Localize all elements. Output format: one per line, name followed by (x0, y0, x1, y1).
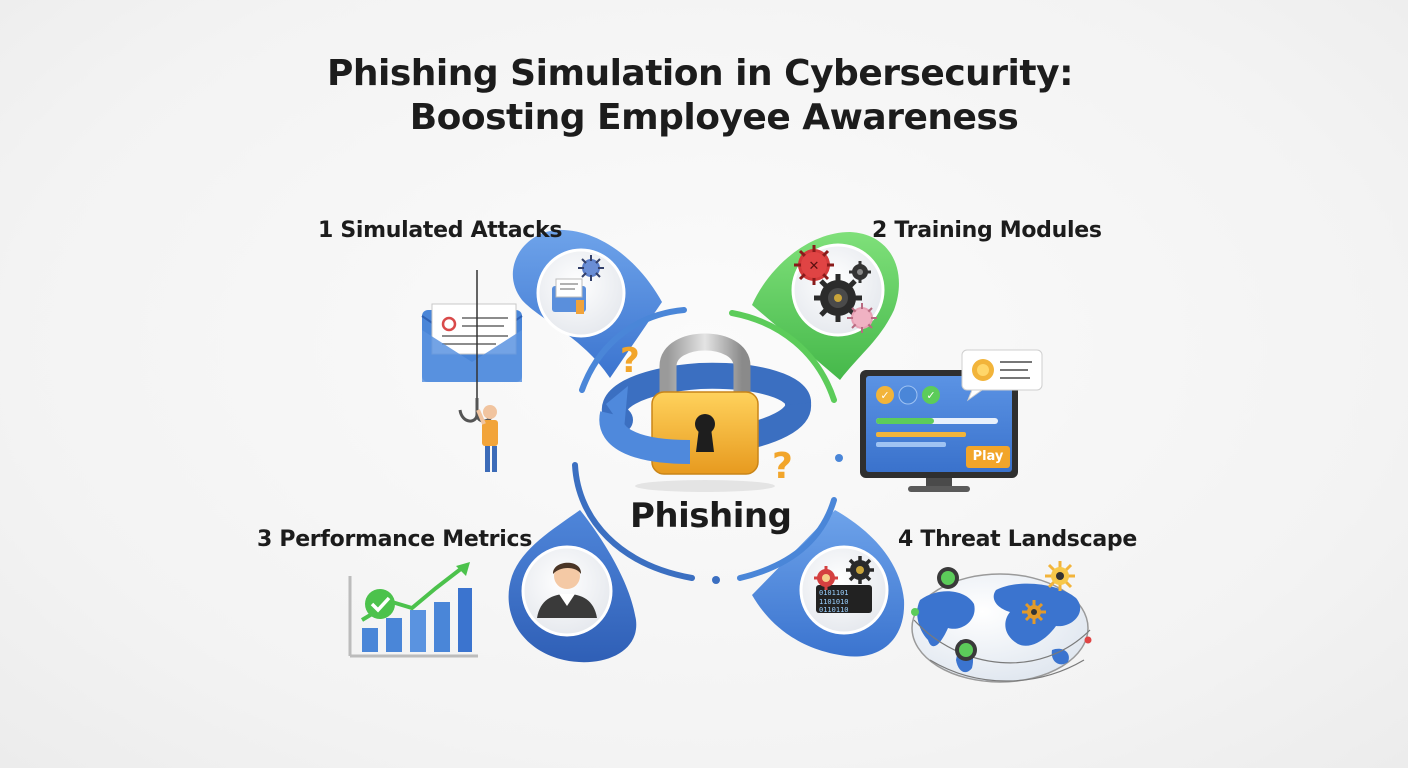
small-gear-icon (849, 261, 871, 283)
threat-marker-icon (955, 639, 977, 661)
dark-gear-icon (846, 556, 874, 584)
threat-marker-icon (937, 567, 959, 589)
virus-icon (578, 255, 604, 281)
page-title-line-1: Phishing Simulation in Cybersecurity: (327, 53, 1073, 94)
play-button: Play (972, 449, 1004, 464)
question-mark-icon: ? (620, 341, 640, 381)
badge-icon (972, 359, 994, 381)
svg-text:0110110: 0110110 (819, 606, 849, 614)
center-ring (572, 307, 843, 584)
svg-text:0101101: 0101101 (819, 589, 849, 597)
segment-4-label: 4 Threat Landscape (898, 527, 1137, 552)
segment-2-teardrop: ✕ (752, 232, 899, 380)
red-gear-icon (814, 566, 838, 590)
svg-text:✕: ✕ (809, 259, 820, 274)
svg-text:1101010: 1101010 (819, 598, 849, 606)
pink-virus-icon (847, 303, 877, 333)
svg-text:✓: ✓ (926, 389, 935, 402)
segment-1-label: 1 Simulated Attacks (318, 218, 563, 243)
segment-3-label: 3 Performance Metrics (257, 527, 533, 552)
bar-chart-check-icon (348, 562, 478, 658)
segment-1-teardrop (512, 229, 662, 378)
question-mark-icon: ? (772, 446, 793, 487)
padlock-icon: ? ? (599, 333, 811, 492)
play-button-shape (966, 446, 1010, 468)
page-title-line-2: Boosting Employee Awareness (409, 97, 1019, 138)
world-map-threats-icon (911, 561, 1092, 683)
sun-virus-icon (1045, 561, 1075, 591)
red-virus-icon: ✕ (794, 245, 834, 285)
segment-2-label: 2 Training Modules (872, 218, 1102, 243)
phishing-email-hook-icon (421, 270, 523, 472)
training-monitor-icon: ✓ ✓ (860, 349, 1043, 492)
center-label: Phishing (630, 496, 792, 536)
threat-gear-icon (1022, 600, 1046, 624)
segment-3-teardrop (508, 510, 637, 663)
gear-icon (814, 274, 862, 322)
avatar-icon (537, 562, 597, 618)
svg-text:✓: ✓ (880, 389, 889, 402)
segment-4-teardrop: 0101101 1101010 0110110 (752, 510, 905, 657)
